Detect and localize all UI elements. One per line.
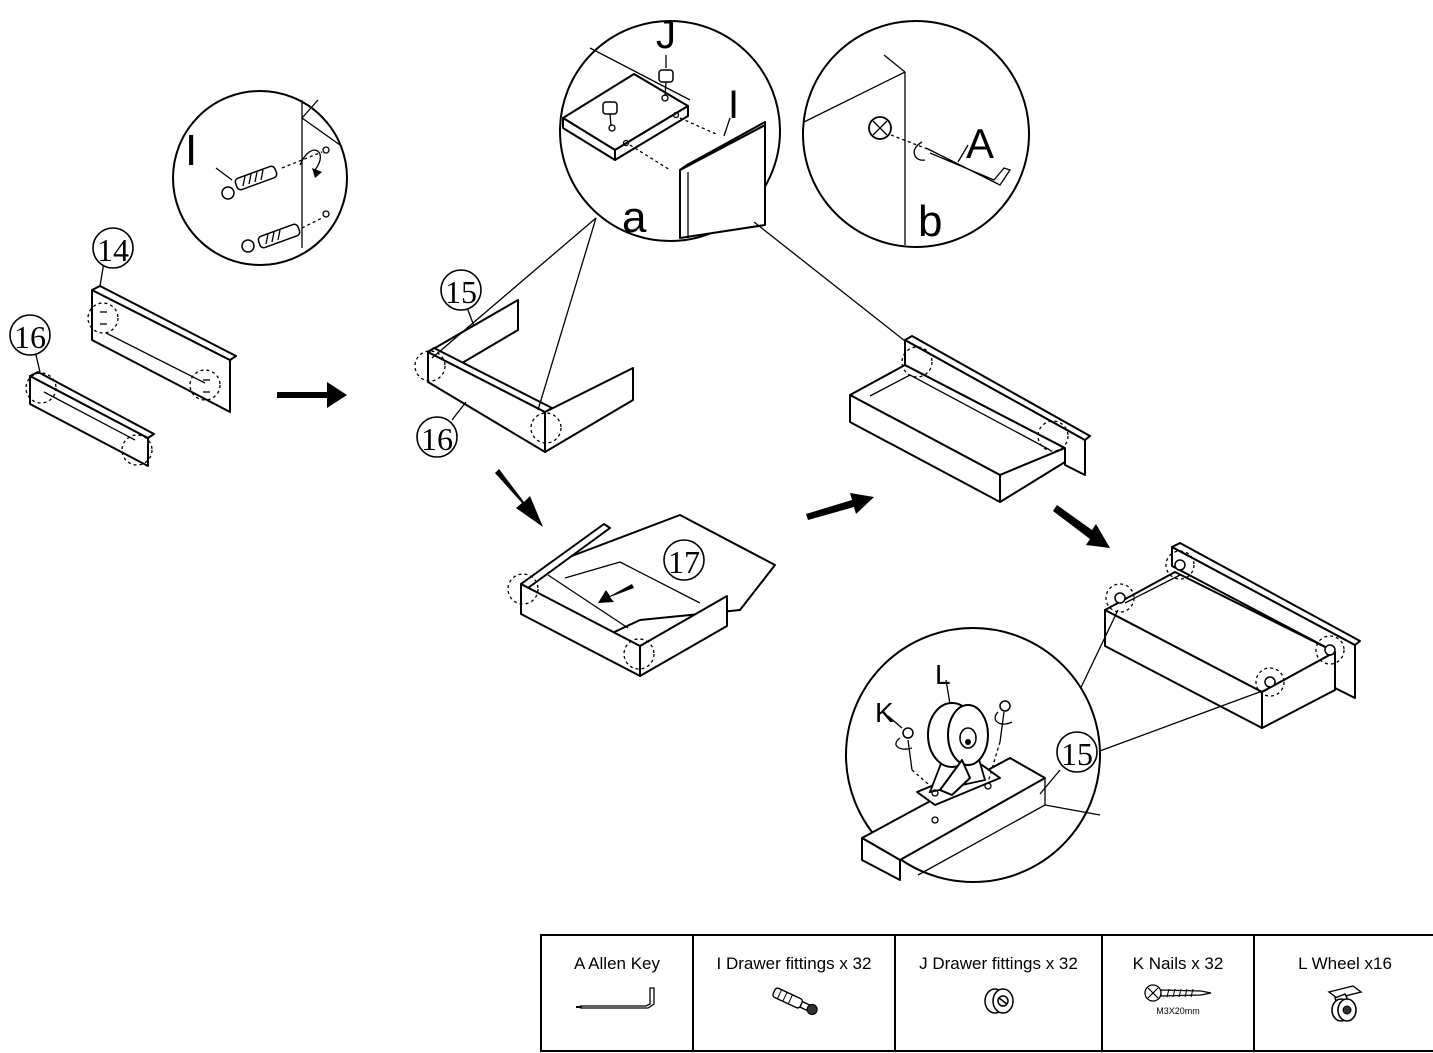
svg-text:a: a — [622, 193, 647, 242]
caster-wheel-icon — [1327, 985, 1363, 1022]
svg-text:I: I — [185, 126, 197, 175]
drawer-with-bottom-17 — [507, 514, 776, 677]
svg-text:14: 14 — [97, 232, 129, 268]
svg-text:A: A — [966, 120, 994, 167]
svg-text:K: K — [875, 697, 894, 728]
flow-arrow-1 — [277, 382, 347, 408]
part-cell-nails: K Nails x 32 M3X20mm — [1101, 934, 1255, 1052]
drawer-with-wheels — [1074, 542, 1361, 753]
part-label: A Allen Key — [573, 954, 660, 973]
detail-circle-fitting-i: I — [172, 90, 348, 266]
callout-15-bottom: 15 — [1056, 731, 1098, 773]
allen-key-icon — [576, 987, 655, 1009]
part-label: L Wheel x16 — [1298, 954, 1392, 973]
panel-16-left — [25, 354, 155, 467]
panel-14 — [87, 261, 237, 413]
svg-text:15: 15 — [445, 274, 477, 310]
part-cell-wheel: L Wheel x16 — [1253, 934, 1433, 1052]
flow-arrow-4 — [1053, 505, 1110, 548]
callout-16-mid: 16 — [416, 416, 458, 458]
callout-15-top: 15 — [440, 269, 482, 311]
part-cell-allen-key: A Allen Key — [540, 934, 694, 1052]
cam-lock-icon — [983, 988, 1014, 1014]
svg-text:L: L — [935, 659, 951, 690]
flow-arrow-3 — [806, 493, 874, 520]
part-cell-drawer-fitting-i: I Drawer fittings x 32 — [692, 934, 896, 1052]
svg-text:I: I — [728, 83, 739, 127]
cam-bolt-icon — [772, 987, 818, 1016]
assembly-drawing: 14 16 — [9, 13, 1361, 883]
part-label: J Drawer fittings x 32 — [919, 954, 1078, 973]
callout-14: 14 — [92, 227, 134, 269]
svg-text:J: J — [656, 13, 676, 57]
flow-arrow-2 — [495, 469, 543, 527]
callout-16-left: 16 — [9, 314, 51, 356]
screw-icon — [1144, 984, 1212, 1002]
callout-17: 17 — [663, 539, 705, 581]
parts-table: A Allen Key I Drawer fittings x 32 J — [540, 934, 1433, 1052]
svg-text:17: 17 — [668, 544, 700, 580]
drawer-box — [849, 335, 1091, 503]
detail-circle-b: A b — [802, 20, 1030, 248]
parts-row: A Allen Key I Drawer fittings x 32 J — [540, 934, 1433, 1052]
svg-text:16: 16 — [421, 421, 453, 457]
part-label: K Nails x 32 — [1132, 954, 1224, 973]
svg-text:16: 16 — [14, 319, 46, 355]
detail-circle-wheel: K L — [845, 627, 1101, 883]
screw-spec: M3X20mm — [1156, 1006, 1200, 1016]
frame-15-16 — [414, 217, 634, 453]
svg-text:15: 15 — [1061, 736, 1093, 772]
part-cell-drawer-fitting-j: J Drawer fittings x 32 — [894, 934, 1103, 1052]
svg-text:b: b — [918, 197, 942, 246]
part-label: I Drawer fittings x 32 — [716, 954, 872, 973]
detail-circle-a: J I a — [559, 13, 911, 346]
